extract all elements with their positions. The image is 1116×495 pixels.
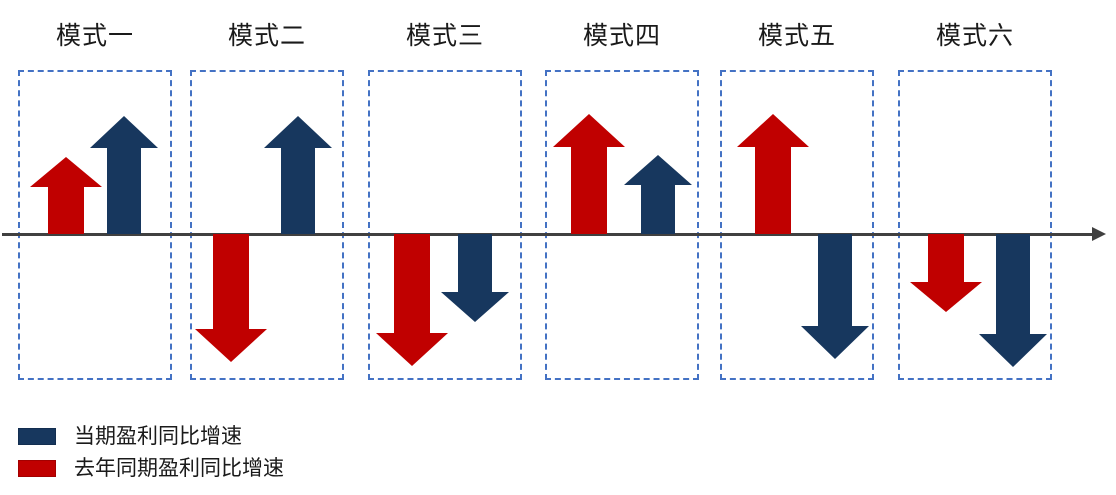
legend-item-last_year: 去年同期盈利同比增速 <box>18 452 418 484</box>
legend-item-current: 当期盈利同比增速 <box>18 420 418 452</box>
panel-title-1: 模式一 <box>55 23 134 50</box>
panel-title-5: 模式五 <box>757 23 836 50</box>
panel-box-4 <box>545 70 699 380</box>
arrow-down-current-panel-6 <box>979 234 1047 367</box>
panel-title-3: 模式三 <box>405 23 484 50</box>
zero-baseline-axis <box>2 233 1094 236</box>
panel-box-6 <box>898 70 1052 380</box>
legend: 当期盈利同比增速去年同期盈利同比增速 <box>18 420 418 484</box>
legend-label-last_year: 去年同期盈利同比增速 <box>74 456 284 480</box>
arrow-down-last_year-panel-3 <box>376 234 448 366</box>
arrow-up-last_year-panel-1 <box>30 157 102 234</box>
panel-box-5 <box>720 70 874 380</box>
legend-swatch-current <box>18 427 56 445</box>
panel-box-2 <box>190 70 344 380</box>
panel-box-3 <box>368 70 522 380</box>
arrow-up-current-panel-1 <box>90 116 158 234</box>
arrow-down-current-panel-3 <box>441 234 509 322</box>
arrow-up-last_year-panel-4 <box>553 114 625 234</box>
panel-title-2: 模式二 <box>227 23 306 50</box>
panel-title-6: 模式六 <box>935 23 1014 50</box>
arrow-up-current-panel-2 <box>264 116 332 234</box>
arrow-up-current-panel-4 <box>624 155 692 234</box>
arrow-down-current-panel-5 <box>801 234 869 359</box>
panel-title-4: 模式四 <box>582 23 661 50</box>
legend-label-current: 当期盈利同比增速 <box>74 424 242 448</box>
arrow-down-last_year-panel-6 <box>910 234 982 312</box>
panel-box-1 <box>18 70 172 380</box>
legend-swatch-last_year <box>18 459 56 477</box>
axis-arrowhead-icon <box>1092 227 1106 241</box>
arrow-up-last_year-panel-5 <box>737 114 809 234</box>
arrow-down-last_year-panel-2 <box>195 234 267 362</box>
